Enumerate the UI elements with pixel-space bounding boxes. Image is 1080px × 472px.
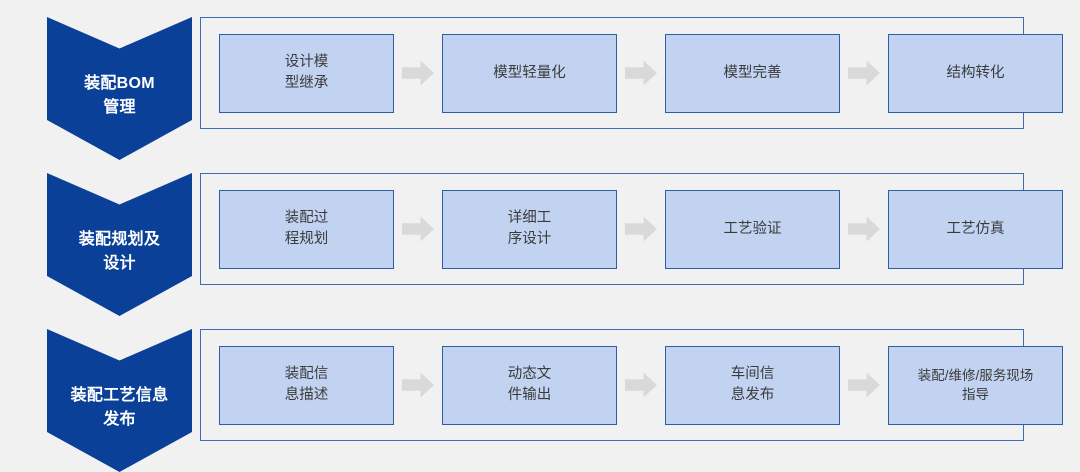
stage-panel-2: 装配过 程规划 详细工 序设计 工艺验证 工艺仿真 (200, 173, 1063, 285)
stage-panel-1: 设计模 型继承 模型轻量化 模型完善 结构转化 (200, 17, 1063, 129)
stage-label-3-3: 车间信 息发布 (730, 366, 775, 403)
arrow-right-icon-1-3 (848, 60, 880, 86)
arrow-right-icon-3-1 (402, 372, 434, 398)
stage-panel-3: 装配信 息描述 动态文 件输出 车间信 息发布 装配/维修/服务现场 指导 (200, 329, 1063, 441)
stage-box-2-4[interactable]: 工艺仿真 (888, 189, 1063, 269)
stage-label-3-4: 装配/维修/服务现场 指导 (917, 367, 1034, 402)
arrow-right-icon-3-3 (848, 372, 880, 398)
stage-label-1-2: 模型轻量化 (493, 64, 566, 81)
arrow-right-icon-2-2 (625, 216, 657, 242)
stage-box-1-4[interactable]: 结构转化 (888, 33, 1063, 113)
stage-box-3-4[interactable]: 装配/维修/服务现场 指导 (888, 345, 1063, 425)
stage-label-3-1: 装配信 息描述 (284, 366, 329, 403)
stage-label-2-2: 详细工 序设计 (507, 210, 552, 247)
stage-label-2-4: 工艺仿真 (946, 220, 1005, 237)
stage-box-3-3[interactable]: 车间信 息发布 (665, 345, 840, 425)
stage-box-3-2[interactable]: 动态文 件输出 (442, 345, 617, 425)
stage-box-3-1[interactable]: 装配信 息描述 (219, 345, 394, 425)
stage-label-1-3: 模型完善 (723, 64, 782, 81)
process-row-assembly-bom: 装配BOM 管理 设计模 型继承 模型轻量化 模型完善 结构转化 (0, 0, 1080, 160)
row-label-text-2: 装配规划及 设计 (78, 231, 161, 272)
stage-box-1-2[interactable]: 模型轻量化 (442, 33, 617, 113)
arrow-right-icon-2-1 (402, 216, 434, 242)
row-label-text-1: 装配BOM 管理 (84, 75, 155, 116)
arrow-right-icon-1-1 (402, 60, 434, 86)
row-label-chevron-2: 装配规划及 设计 (47, 173, 192, 316)
stage-box-1-1[interactable]: 设计模 型继承 (219, 33, 394, 113)
row-label-text-3: 装配工艺信息 发布 (70, 387, 169, 428)
row-label-chevron-3: 装配工艺信息 发布 (47, 329, 192, 472)
arrow-right-icon-2-3 (848, 216, 880, 242)
arrow-right-icon-3-2 (625, 372, 657, 398)
row-label-chevron-1: 装配BOM 管理 (47, 17, 192, 160)
stage-label-1-1: 设计模 型继承 (284, 54, 329, 91)
stage-box-1-3[interactable]: 模型完善 (665, 33, 840, 113)
stage-label-1-4: 结构转化 (946, 64, 1005, 81)
stage-label-2-3: 工艺验证 (723, 220, 782, 237)
stage-box-2-2[interactable]: 详细工 序设计 (442, 189, 617, 269)
stage-label-2-1: 装配过 程规划 (284, 210, 329, 247)
stage-box-2-1[interactable]: 装配过 程规划 (219, 189, 394, 269)
stage-label-3-2: 动态文 件输出 (507, 366, 552, 403)
arrow-right-icon-1-2 (625, 60, 657, 86)
process-row-assembly-planning: 装配规划及 设计 装配过 程规划 详细工 序设计 工艺验证 工艺仿真 (0, 156, 1080, 316)
process-row-process-info-release: 装配工艺信息 发布 装配信 息描述 动态文 件输出 车间信 息发布 装配/维修/… (0, 312, 1080, 472)
stage-box-2-3[interactable]: 工艺验证 (665, 189, 840, 269)
